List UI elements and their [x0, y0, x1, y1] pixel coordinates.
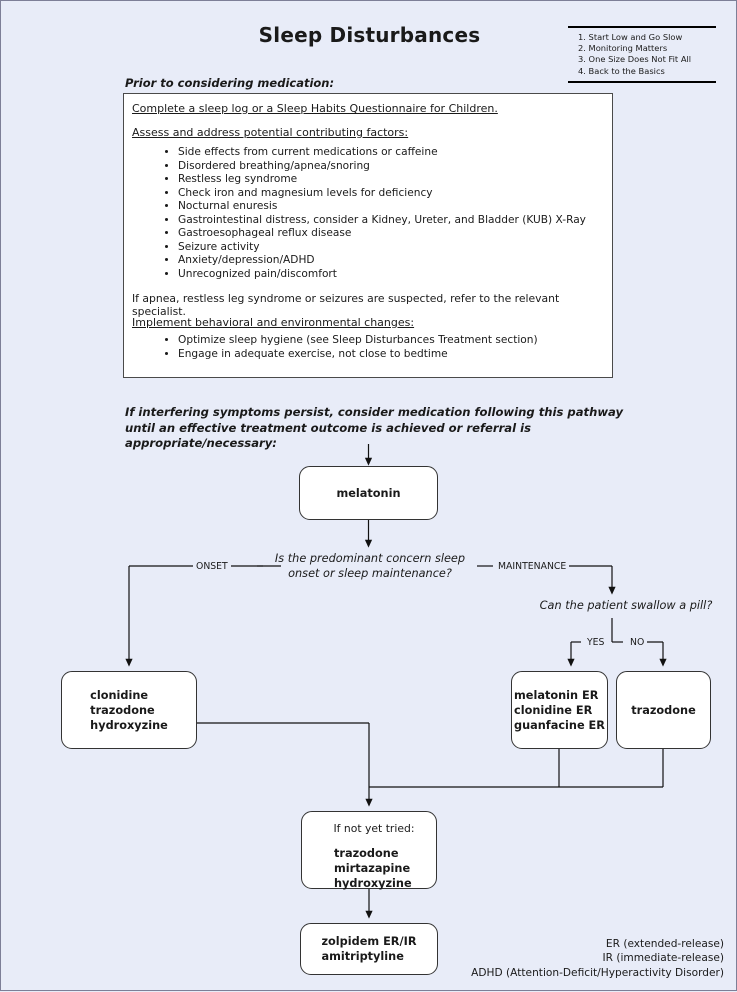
node-if-not-yet-tried[interactable]: If not yet tried: trazodone mirtazapine … [301, 811, 437, 890]
list-item: Engage in adequate exercise, not close t… [178, 348, 538, 362]
behavioral-changes-heading: Implement behavioral and environmental c… [132, 316, 415, 329]
abbreviations-legend: ER (extended-release) IR (immediate-rele… [471, 937, 724, 981]
node-label: clonidine trazodone hydroxyzine [90, 688, 168, 732]
list-item: Check iron and magnesium levels for defi… [178, 187, 586, 201]
list-item: Side effects from current medications or… [178, 146, 586, 160]
abbreviation-item: ADHD (Attention-Deficit/Hyperactivity Di… [471, 966, 724, 979]
principle-item: 1. Start Low and Go Slow [578, 32, 683, 42]
list-item: Optimize sleep hygiene (see Sleep Distur… [178, 334, 538, 348]
list-item: Restless leg syndrome [178, 173, 586, 187]
edge-label-no: NO [627, 637, 648, 648]
node-label: zolpidem ER/IR amitriptyline [321, 935, 417, 963]
abbreviation-item: ER (extended-release) [605, 937, 724, 950]
node-final-medications[interactable]: zolpidem ER/IR amitriptyline [300, 923, 438, 975]
node-melatonin[interactable]: melatonin [299, 466, 438, 520]
question-swallow-pill: Can the patient swallow a pill? [539, 599, 713, 612]
prior-to-medication-label: Prior to considering medication: [125, 76, 335, 90]
abbreviation-item: IR (immediate-release) [602, 952, 724, 964]
persist-note: If interfering symptoms persist, conside… [125, 405, 624, 450]
principle-item: 2. Monitoring Matters [578, 43, 668, 54]
node-label: trazodone [631, 703, 696, 717]
principle-item: 3. One Size Does Not Fit All [578, 54, 692, 65]
list-item: Anxiety/depression/ADHD [178, 254, 586, 268]
guiding-principles-box: 1. Start Low and Go Slow 2. Monitoring M… [568, 26, 716, 83]
node-label: melatonin [336, 486, 401, 500]
edge-label-yes: YES [584, 637, 608, 648]
principles-list: 1. Start Low and Go Slow 2. Monitoring M… [568, 32, 716, 77]
page-title: Sleep Disturbances [258, 23, 481, 47]
node-extended-release-medications[interactable]: melatonin ER clonidine ER guanfacine ER [511, 671, 608, 749]
principle-item: 4. Back to the Basics [578, 65, 665, 76]
behavioral-changes-list: Optimize sleep hygiene (see Sleep Distur… [158, 334, 538, 361]
node-label: melatonin ER clonidine ER guanfacine ER [514, 688, 605, 732]
contributing-factors-list: Side effects from current medications or… [158, 146, 586, 281]
list-item: Unrecognized pain/discomfort [178, 268, 586, 282]
contributing-factors-heading: Assess and address potential contributin… [132, 126, 409, 139]
node-onset-medications[interactable]: clonidine trazodone hydroxyzine [61, 671, 197, 749]
node-heading: If not yet tried: [333, 822, 415, 835]
list-item: Nocturnal enuresis [178, 200, 586, 214]
node-label: trazodone mirtazapine hydroxyzine [334, 847, 412, 890]
pre-medication-box: Complete a sleep log or a Sleep Habits Q… [123, 93, 613, 378]
list-item: Gastrointestinal distress, consider a Ki… [178, 214, 586, 228]
list-item: Gastroesophageal reflux disease [178, 227, 586, 241]
node-trazodone[interactable]: trazodone [616, 671, 711, 749]
list-item: Seizure activity [178, 241, 586, 255]
edge-label-onset: ONSET [193, 561, 231, 572]
sleep-log-line: Complete a sleep log or a Sleep Habits Q… [132, 102, 498, 115]
edge-label-maintenance: MAINTENANCE [495, 561, 570, 572]
referral-note: If apnea, restless leg syndrome or seizu… [132, 292, 560, 318]
list-item: Disordered breathing/apnea/snoring [178, 160, 586, 174]
question-onset-or-maintenance: Is the predominant concern sleep onset o… [274, 552, 466, 580]
